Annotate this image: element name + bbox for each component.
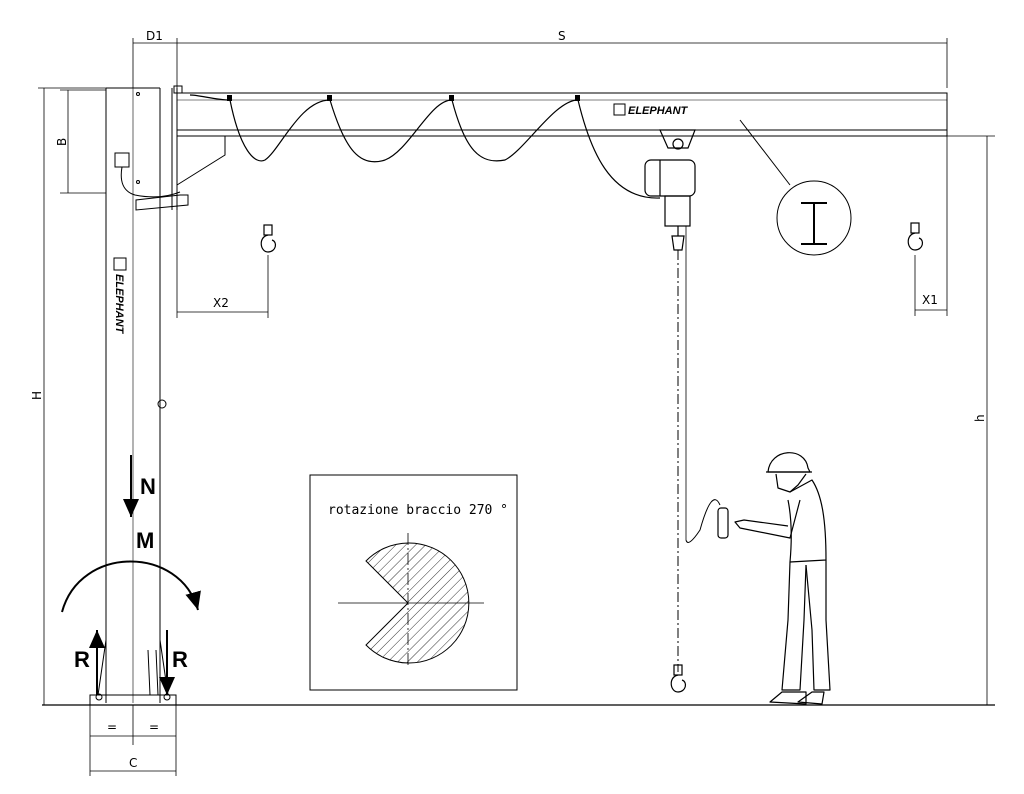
dim-x2-label: X2 (213, 296, 229, 310)
dim-h-total (38, 87, 106, 705)
reaction-left-label: R (74, 647, 90, 672)
dim-b (60, 89, 106, 194)
column (89, 87, 178, 706)
control-box (114, 152, 130, 168)
festoon-cable (189, 94, 661, 199)
dim-d1 (132, 38, 177, 88)
dim-x1-label: X1 (922, 293, 938, 307)
column-brand-text: ELEPHANT (113, 274, 125, 335)
hook-right (907, 222, 924, 251)
rotation-sector (338, 533, 484, 665)
dim-h-hook (947, 135, 995, 705)
moment-arc (61, 560, 201, 613)
dim-x2 (176, 210, 269, 318)
rotation-box (309, 474, 518, 691)
beam-brand-text: ELEPHANT (628, 105, 689, 117)
dim-h-total-label: H (30, 391, 44, 400)
dim-d1-label: D1 (146, 29, 163, 43)
dim-x1 (914, 136, 948, 316)
dim-eq-left: = (107, 720, 117, 734)
dim-s (176, 38, 948, 88)
beam-brand-logo: ELEPHANT (613, 103, 689, 117)
control-cable (120, 166, 181, 198)
dim-s-label: S (558, 29, 566, 43)
dim-eq-right: = (149, 720, 159, 734)
reaction-right-label: R (172, 647, 188, 672)
dim-c-label: C (129, 756, 137, 770)
bottom-hook (670, 664, 687, 693)
electric-hoist (644, 129, 696, 251)
force-n-label: N (140, 474, 156, 499)
force-m-label: M (136, 528, 154, 553)
festoon-trolleys (227, 95, 580, 101)
operator-figure (717, 452, 831, 705)
rotation-box-label: rotazione braccio 270 ° (328, 503, 508, 518)
column-brand-logo: ELEPHANT (113, 257, 127, 335)
hook-left (260, 224, 277, 253)
dim-b-label: B (55, 138, 69, 146)
ibeam-section-callout (739, 119, 852, 256)
dim-base-halves (89, 705, 177, 776)
dim-h-hook-label: h (973, 414, 987, 422)
pendant-cable-curve (685, 499, 721, 543)
jib-beam (135, 85, 948, 211)
